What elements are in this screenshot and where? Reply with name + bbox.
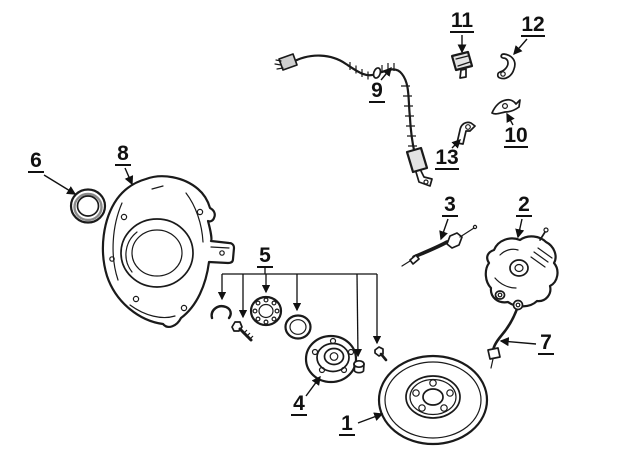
callout-8[interactable]: 8 <box>115 142 134 186</box>
holder-bracket-drawing <box>456 121 476 145</box>
callout-10-label: 10 <box>504 124 527 147</box>
backing-plate-drawing <box>101 175 236 328</box>
callout-10[interactable]: 10 <box>504 112 528 148</box>
wheel-hub-drawing <box>304 334 388 384</box>
callout-4[interactable]: 4 <box>291 375 321 416</box>
callout-3[interactable]: 3 <box>439 193 458 241</box>
callout-4-label: 4 <box>293 392 305 415</box>
callout-2[interactable]: 2 <box>515 193 532 239</box>
callout-9[interactable]: 9 <box>369 66 392 103</box>
callout-9-label: 9 <box>371 79 383 102</box>
clamp-bracket-drawing <box>491 98 521 115</box>
callout-5[interactable]: 5 <box>217 244 382 358</box>
callout-7[interactable]: 7 <box>499 331 554 355</box>
brake-pipe-drawing <box>401 224 478 267</box>
callout-2-label: 2 <box>518 193 530 216</box>
callout-3-label: 3 <box>444 193 456 216</box>
callout-13[interactable]: 13 <box>435 139 461 170</box>
curved-bracket-drawing <box>496 53 516 80</box>
callout-12-label: 12 <box>521 13 544 36</box>
brake-caliper-drawing <box>484 227 559 308</box>
callout-11[interactable]: 11 <box>450 9 474 54</box>
connector-bracket-drawing <box>450 50 474 79</box>
callout-6[interactable]: 6 <box>28 149 77 195</box>
callout-1-label: 1 <box>341 412 353 435</box>
callout-7-label: 7 <box>540 331 552 354</box>
callout-6-label: 6 <box>30 149 42 172</box>
callout-13-label: 13 <box>435 146 458 169</box>
abs-sensor-cable-drawing <box>274 53 433 187</box>
callout-12[interactable]: 12 <box>513 13 545 56</box>
brake-rotor-drawing <box>377 354 489 446</box>
brake-hose-drawing <box>487 299 524 369</box>
callout-8-label: 8 <box>117 142 129 165</box>
bearing-kit-drawing <box>210 295 312 342</box>
seal-ring-drawing <box>69 188 107 224</box>
callout-5-label: 5 <box>259 244 271 267</box>
callout-11-label: 11 <box>451 9 474 32</box>
callout-1[interactable]: 1 <box>339 412 384 436</box>
